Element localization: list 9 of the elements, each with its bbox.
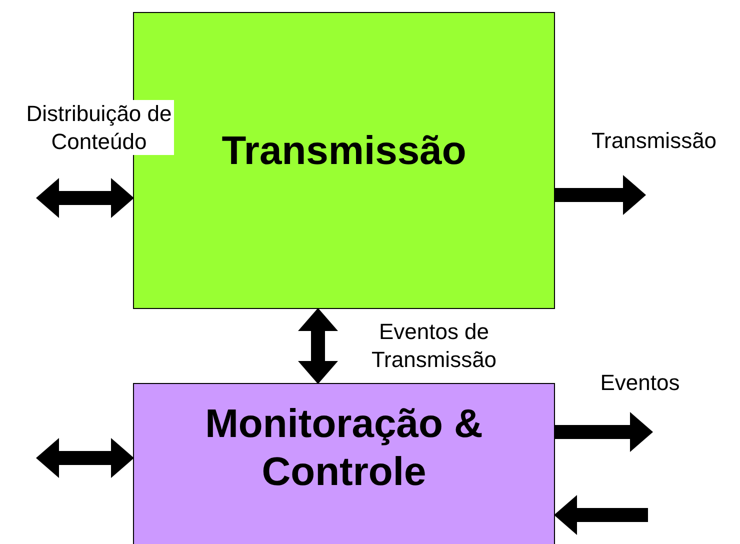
block-arrow: [36, 438, 134, 478]
box-title: Monitoração & Controle: [204, 401, 484, 496]
block-arrow: [555, 175, 646, 215]
process-box: [133, 383, 555, 544]
block-arrow: [555, 412, 653, 452]
block-arrow: [298, 308, 338, 384]
block-arrow: [36, 178, 134, 218]
box-title: Transmissão: [222, 128, 466, 174]
block-arrow: [554, 495, 648, 535]
